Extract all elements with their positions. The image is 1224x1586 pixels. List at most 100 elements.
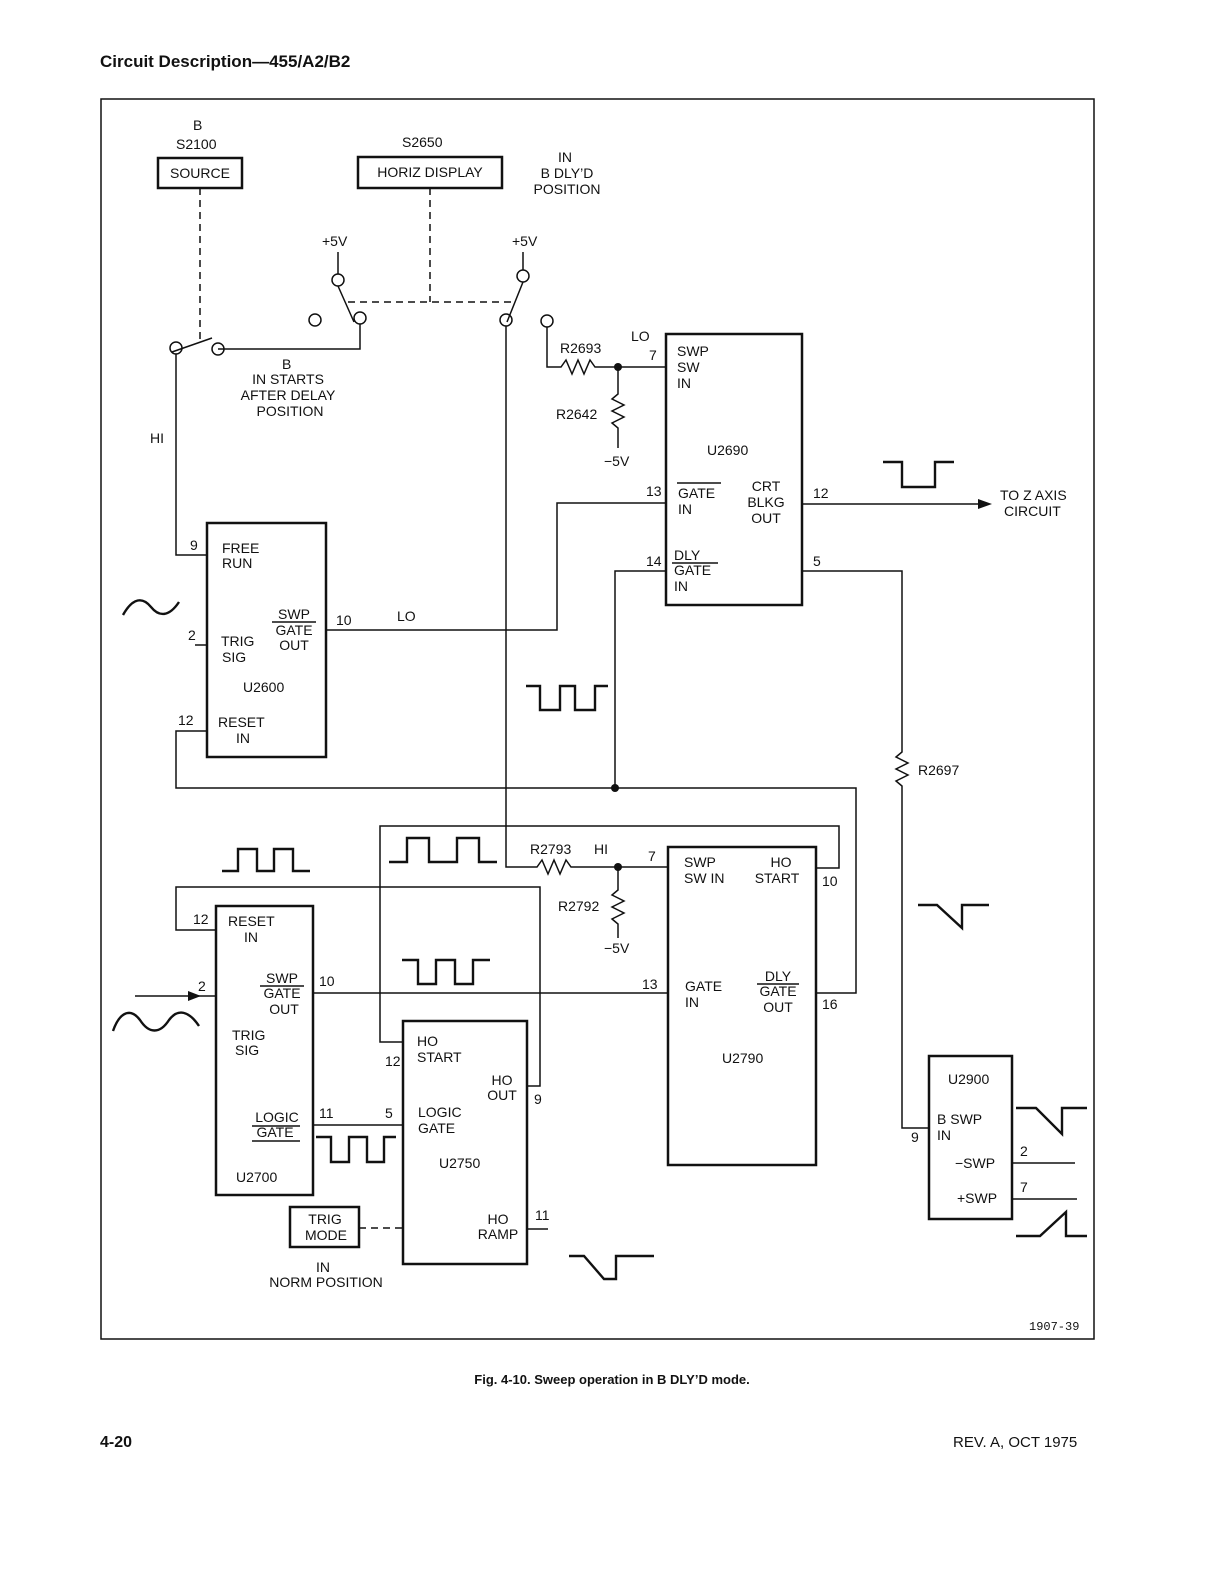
u2750-pin-5: 5: [385, 1105, 393, 1121]
wire-hd-to-source: [218, 324, 361, 350]
u2790-swp-1: SWP: [684, 854, 716, 870]
u2600-swp-2: GATE: [275, 622, 312, 638]
source-prefix: B: [193, 117, 202, 133]
r2642-label: R2642: [556, 406, 597, 422]
u2600-trig-1: TRIG: [221, 633, 254, 649]
u2700-reset-2: IN: [244, 929, 258, 945]
u2690-gate-1: GATE: [678, 485, 715, 501]
gate-pulse-wave: [526, 684, 608, 712]
u2750-out-1: HO: [492, 1072, 513, 1088]
u2700-block: [214, 904, 315, 1197]
r2693-resistor: [546, 327, 666, 376]
switch-contact: [211, 342, 225, 356]
u2700-pin-12: 12: [193, 911, 209, 927]
r2693-label: R2693: [560, 340, 601, 356]
u2790-dly-2: GATE: [759, 983, 796, 999]
z-axis-1: TO Z AXIS: [1000, 487, 1067, 503]
u2790-block: [666, 845, 818, 1167]
r2697-label: R2697: [918, 762, 959, 778]
supply-neg5-b: −5V: [604, 940, 630, 956]
horiz-pos-1: IN: [558, 149, 572, 165]
r2642-resistor: [610, 367, 626, 448]
wire-sweep-gate: [326, 502, 666, 631]
u2690-pin-14: 14: [646, 553, 662, 569]
u2900-neg: −SWP: [955, 1155, 995, 1171]
u2790-pin-10: 10: [822, 873, 838, 889]
u2690-pin-13: 13: [646, 483, 662, 499]
u2690-pin-7: 7: [649, 347, 657, 363]
u2900-pos: +SWP: [957, 1190, 997, 1206]
wire-free-run: [175, 354, 207, 556]
u2690-dly-2: GATE: [674, 562, 711, 578]
source-ref: S2100: [176, 136, 217, 152]
u2750-pin-12: 12: [385, 1053, 401, 1069]
z-axis-2: CIRCUIT: [1004, 503, 1061, 519]
u2700-logic-2: GATE: [256, 1124, 293, 1140]
figure-caption: Fig. 4-10. Sweep operation in B DLY’D mo…: [474, 1372, 750, 1387]
trig-mode-2: MODE: [305, 1227, 347, 1243]
u2750-logic-2: GATE: [418, 1120, 455, 1136]
u2790-name: U2790: [722, 1050, 763, 1066]
u2790-ho-1: HO: [771, 854, 792, 870]
u2600-reset-1: RESET: [218, 714, 265, 730]
u2600-free-1: FREE: [222, 540, 259, 556]
u2900-pin-7: 7: [1020, 1179, 1028, 1195]
u2790-dly-3: OUT: [763, 999, 793, 1015]
supply-neg5-a: −5V: [604, 453, 630, 469]
pos-swp-wave: [1016, 1209, 1087, 1238]
u2690-gate-2: IN: [678, 501, 692, 517]
switch-contact: [516, 269, 530, 283]
hi-label: HI: [150, 430, 164, 446]
u2700-swp-2: GATE: [263, 985, 300, 1001]
horiz-pos-3: POSITION: [534, 181, 601, 197]
source-pos-2: AFTER DELAY: [241, 387, 336, 403]
u2750-name: U2750: [439, 1155, 480, 1171]
u2900-name: U2900: [948, 1071, 989, 1087]
ho-start-wave: [389, 836, 497, 864]
sine-trigger-wave: [111, 1011, 200, 1032]
u2900-in-1: B SWP: [937, 1111, 982, 1127]
u2700-trig-2: SIG: [235, 1042, 259, 1058]
u2700-pin-2: 2: [198, 978, 206, 994]
u2690-pin-5: 5: [813, 553, 821, 569]
u2790-pin-16: 16: [822, 996, 838, 1012]
u2600-pin-9: 9: [190, 537, 198, 553]
trig-mode-box: [288, 1205, 361, 1249]
u2900-pin-2: 2: [1020, 1143, 1028, 1159]
trig-mode-1: TRIG: [308, 1211, 341, 1227]
u2750-pin-11: 11: [535, 1207, 550, 1223]
u2600-trig-2: SIG: [222, 649, 246, 665]
neg-swp-wave: [1016, 1106, 1087, 1137]
ho-ramp-wave: [569, 1254, 654, 1281]
u2600-reset-2: IN: [236, 730, 250, 746]
u2700-reset-1: RESET: [228, 913, 275, 929]
u2690-swp-1: SWP: [677, 343, 709, 359]
wire-r2697-path: [802, 570, 929, 1129]
u2750-pin-9: 9: [534, 1091, 542, 1107]
page-number: 4-20: [100, 1434, 133, 1451]
figure-frame: [100, 98, 1095, 1340]
wire-segment: [171, 337, 213, 353]
source-pos-1: IN STARTS: [252, 371, 324, 387]
u2790-gate-1: GATE: [685, 978, 722, 994]
switch-contact: [169, 341, 183, 355]
u2790-pin-13: 13: [642, 976, 658, 992]
u2600-free-2: RUN: [222, 555, 252, 571]
u2790-pin-7: 7: [648, 848, 656, 864]
trig-mode-pos-2: NORM POSITION: [269, 1274, 383, 1290]
wire-dly-gate: [614, 570, 666, 788]
source-pos-3: POSITION: [257, 403, 324, 419]
u2600-swp-1: SWP: [278, 606, 310, 622]
r2793-resistor: [505, 326, 668, 876]
u2690-name: U2690: [707, 442, 748, 458]
arrow-trig-input: [188, 991, 201, 1001]
horiz-ref: S2650: [402, 134, 443, 150]
u2790-swp-2: SW IN: [684, 870, 724, 886]
wire-segment: [252, 1125, 300, 1142]
u2900-in-2: IN: [937, 1127, 951, 1143]
u2700-pin-11: 11: [319, 1105, 334, 1121]
u2600-pin-2: 2: [188, 627, 196, 643]
u2750-logic-1: LOGIC: [418, 1104, 462, 1120]
u2700-pin-10: 10: [319, 973, 335, 989]
u2700-swp-3: OUT: [269, 1001, 299, 1017]
